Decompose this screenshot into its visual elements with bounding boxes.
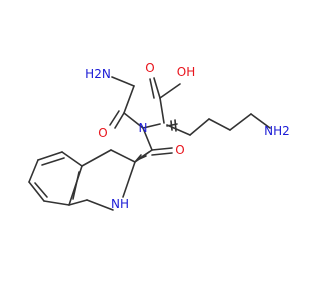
bond-co-o-2 — [109, 110, 120, 126]
bond-c-oh — [159, 83, 181, 99]
bond-ar-c1 — [68, 199, 88, 206]
bond-ca-c-acid — [159, 97, 165, 124]
bond-tic-c3-c4 — [110, 149, 136, 163]
bond-ce-nh2 — [250, 113, 271, 129]
bond-c-o-1 — [153, 77, 161, 99]
atom-label-h2n: H2N — [85, 67, 111, 81]
atom-label-nh-tic: NH — [111, 197, 129, 211]
bond-cd-ce — [229, 113, 252, 131]
bond-ar-3 — [28, 159, 39, 183]
bond-nh2-ch2 — [111, 76, 135, 87]
bond-tic-c4-c4a — [81, 149, 112, 167]
bond-co-o-1 — [114, 112, 125, 129]
structure-canvas: H2N O N OH O NH2 O NH — [28, 61, 290, 211]
bond-c-o-tic-1 — [151, 147, 173, 151]
bond-tic-n-c1 — [86, 199, 114, 211]
atom-label-o-acid: O — [145, 61, 154, 75]
bond-tic-c3-n — [122, 161, 136, 198]
bond-ar-dbl-3 — [72, 171, 80, 200]
bond-ar-4 — [28, 181, 45, 202]
atom-label-n-amide: N — [139, 121, 148, 135]
bond-co-n — [123, 112, 144, 129]
bond-n-ca — [142, 123, 161, 129]
bond-ar-dbl-2 — [34, 182, 48, 198]
bond-c-o-tic-2 — [151, 152, 173, 156]
stereo-wedge-tic — [134, 151, 150, 163]
atom-label-nh2-lysine: NH2 — [264, 124, 290, 138]
molecule-diagram: H2N O N OH O NH2 O NH — [28, 61, 290, 211]
bond-ar-5 — [43, 200, 70, 206]
atom-label-o-tic: O — [175, 143, 184, 157]
bond-n-c-tic — [142, 127, 153, 151]
atom-label-oh-acid: OH — [177, 65, 195, 79]
bond-cb-cg — [189, 118, 210, 136]
atom-label-o-glycyl: O — [98, 126, 107, 140]
bond-cg-cd — [208, 118, 231, 131]
bond-ca-cb — [166, 124, 191, 136]
bond-c-o-2 — [149, 78, 155, 99]
bond-ar-1 — [61, 151, 83, 167]
bond-ch2-co — [123, 85, 135, 114]
bond-ar-2 — [37, 151, 63, 161]
bond-ar-dbl-1 — [41, 157, 65, 166]
